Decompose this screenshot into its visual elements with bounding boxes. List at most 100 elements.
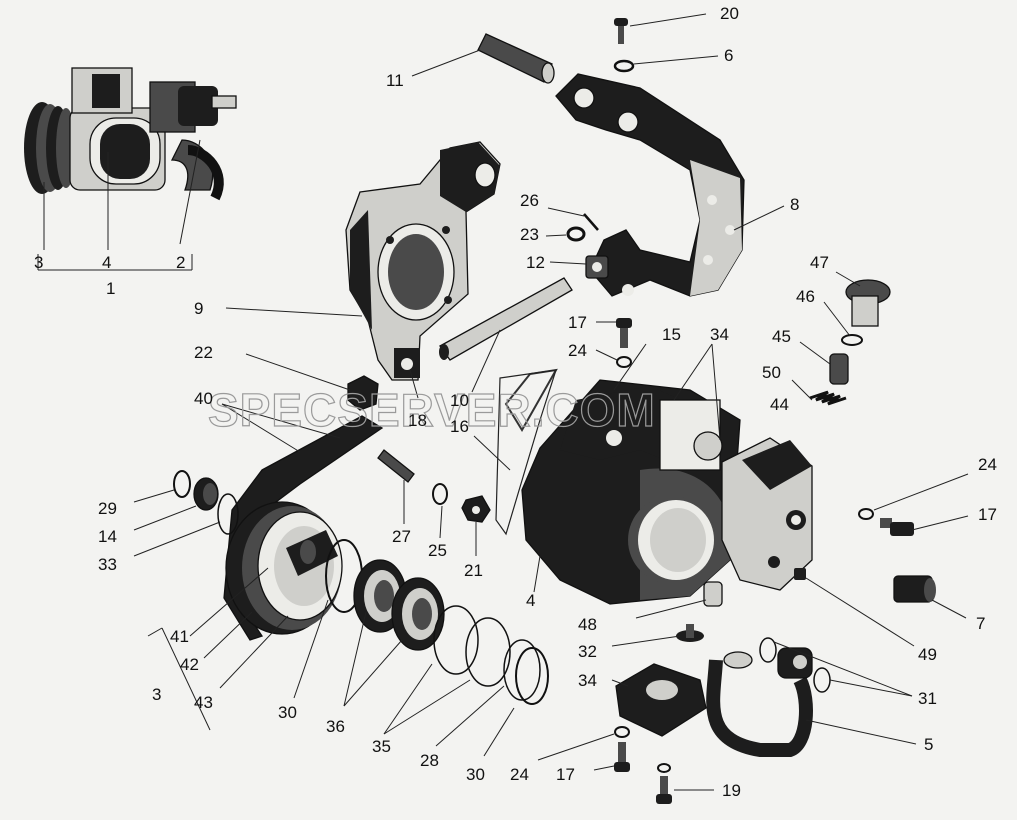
- callout-45: 45: [772, 327, 791, 346]
- callout-24-upper: 24: [568, 341, 587, 360]
- callout-29: 29: [98, 499, 117, 518]
- part-21-nut: [461, 495, 491, 556]
- part-4-pump-body: [473, 343, 813, 605]
- callout-14: 14: [98, 527, 117, 546]
- inset-callout-1: 1: [106, 279, 115, 298]
- callout-24-lower: 24: [510, 765, 529, 784]
- callout-25: 25: [428, 541, 447, 560]
- callout-23: 23: [520, 225, 539, 244]
- part-10-axle: [439, 277, 573, 393]
- part-30-ring-right: [483, 647, 549, 757]
- part-17-bolt-right: [880, 515, 969, 536]
- callout-12: 12: [526, 253, 545, 272]
- callout-43: 43: [194, 693, 213, 712]
- callout-4: 4: [526, 591, 535, 610]
- callout-44: 44: [770, 395, 789, 414]
- part-7-plug: [893, 575, 967, 619]
- part-12-nut: [549, 255, 609, 279]
- callout-18: 18: [408, 411, 427, 430]
- part-49-plug: [794, 568, 915, 647]
- part-33-ring: [133, 493, 239, 557]
- part-47-valve: [835, 271, 891, 327]
- part-19-bolt: [656, 763, 714, 804]
- callout-48: 48: [578, 615, 597, 634]
- callout-31: 31: [918, 689, 937, 708]
- part-17-bolt-upper: [596, 318, 632, 348]
- callout-40: 40: [194, 389, 213, 408]
- callout-20: 20: [720, 4, 739, 23]
- part-48-stud: [635, 581, 723, 619]
- part-28-ring: [435, 639, 541, 747]
- inset-callout-3: 3: [34, 253, 43, 272]
- callout-3: 3: [152, 685, 161, 704]
- part-27-screw: [377, 449, 415, 524]
- callout-36: 36: [326, 717, 345, 736]
- part-36-bearing-right: [343, 577, 445, 707]
- callout-17-upper: 17: [568, 313, 587, 332]
- callout-8: 8: [790, 195, 799, 214]
- part-44-spring: [791, 379, 847, 406]
- callout-30-right: 30: [466, 765, 485, 784]
- callout-5: 5: [924, 735, 933, 754]
- callout-46: 46: [796, 287, 815, 306]
- part-23-washer: [545, 226, 586, 242]
- callout-49: 49: [918, 645, 937, 664]
- part-25-ring: [432, 483, 448, 539]
- part-31-rings: [759, 637, 913, 697]
- part-20-bolt: [614, 13, 707, 44]
- part-3-pulley: [147, 501, 343, 731]
- part-24-washer-lower: [537, 726, 630, 761]
- part-17-bolt-lower: [593, 742, 630, 772]
- callout-28: 28: [420, 751, 439, 770]
- part-9-housing: [225, 141, 501, 399]
- callout-16: 16: [450, 417, 469, 436]
- part-36-bearing-left: [343, 559, 407, 707]
- inset-pulley: [24, 102, 76, 194]
- part-26-cotter: [547, 207, 599, 231]
- inset-callout-2: 2: [176, 253, 185, 272]
- inset-callout-4: 4: [102, 253, 111, 272]
- part-24-washer-upper: [595, 349, 632, 368]
- callout-35: 35: [372, 737, 391, 756]
- callout-50: 50: [762, 363, 781, 382]
- part-14-bushing: [133, 477, 219, 531]
- callout-34-upper: 34: [710, 325, 729, 344]
- part-8-bracket: [555, 73, 785, 297]
- callout-24-right: 24: [978, 455, 997, 474]
- callout-30-left: 30: [278, 703, 297, 722]
- callout-19: 19: [722, 781, 741, 800]
- callout-22: 22: [194, 343, 213, 362]
- callout-9: 9: [194, 299, 203, 318]
- callout-17-right: 17: [978, 505, 997, 524]
- callout-26: 26: [520, 191, 539, 210]
- callout-labels: 20 6 11 8 26 23 12 9 47 46 45 50 44 17 1…: [34, 4, 997, 800]
- callout-42: 42: [180, 655, 199, 674]
- callout-32: 32: [578, 642, 597, 661]
- part-45-valve-body: [799, 341, 849, 385]
- callout-34-lower: 34: [578, 671, 597, 690]
- watermark: SPECSERVER.COM: [208, 384, 656, 436]
- callout-7: 7: [976, 614, 985, 633]
- callout-47: 47: [810, 253, 829, 272]
- part-34-flange: [611, 663, 707, 737]
- callout-11: 11: [386, 71, 404, 90]
- callout-10: 10: [450, 391, 469, 410]
- callout-17-lower: 17: [556, 765, 575, 784]
- part-35-seals: [383, 605, 511, 735]
- part-6-washer: [613, 55, 719, 73]
- part-46-washer: [823, 301, 863, 346]
- part-11-pin: [411, 33, 555, 84]
- part-22-block: [245, 353, 379, 411]
- part-29-ring: [133, 470, 191, 503]
- callout-33: 33: [98, 555, 117, 574]
- inset-pump-body: [69, 67, 237, 201]
- part-5-pipe: [706, 647, 917, 757]
- callout-41: 41: [170, 627, 189, 646]
- inset-assembled-pump: [24, 67, 237, 271]
- callout-15: 15: [662, 325, 681, 344]
- callout-27: 27: [392, 527, 411, 546]
- callout-21: 21: [464, 561, 483, 580]
- callout-6: 6: [724, 46, 733, 65]
